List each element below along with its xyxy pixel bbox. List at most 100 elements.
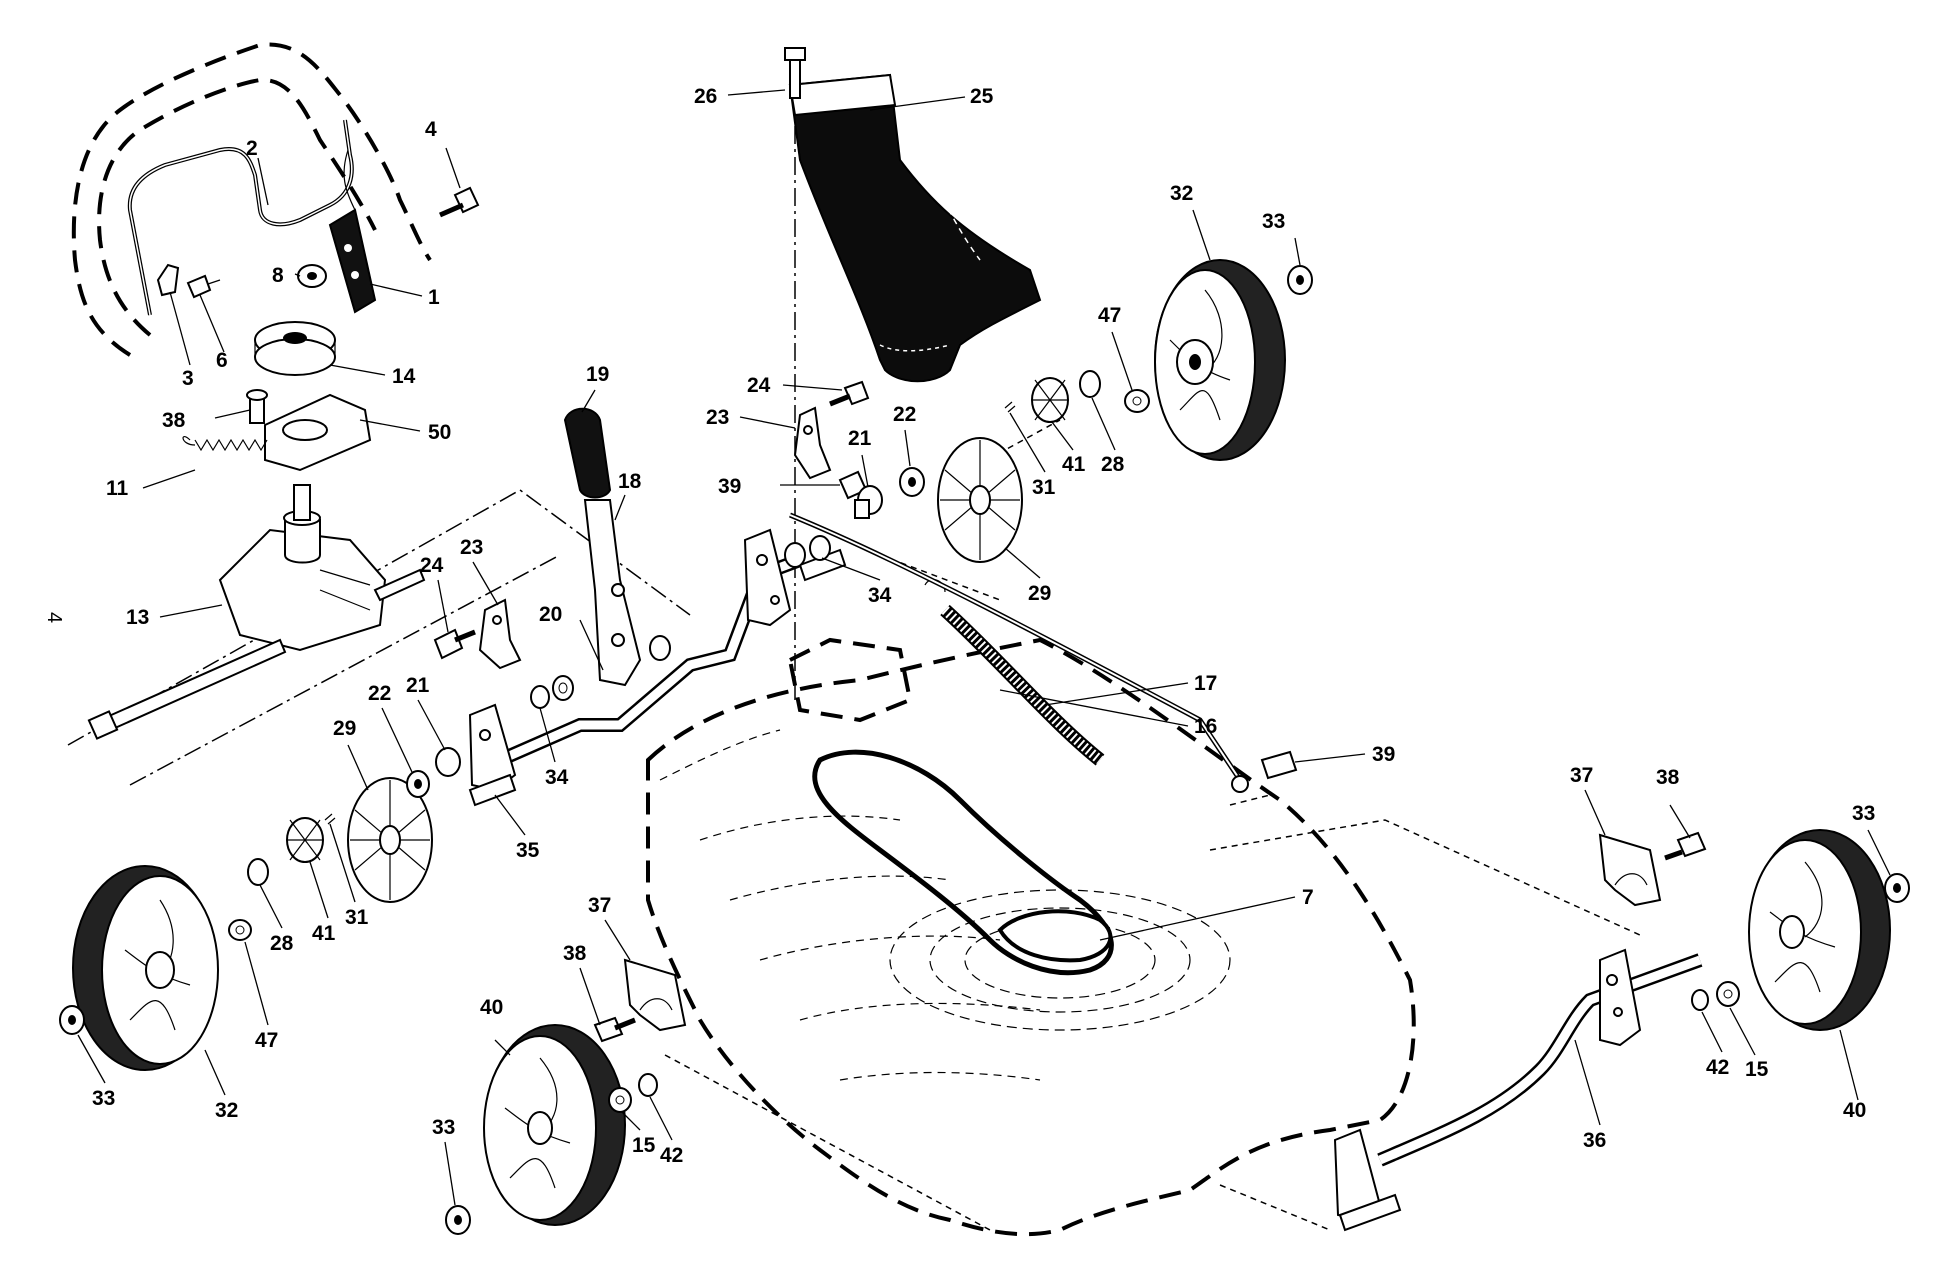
callout-22-right: 22: [893, 403, 916, 426]
nut-33-upper-right: [1287, 265, 1313, 295]
nut-33-right: [1884, 873, 1910, 903]
gear-41-right: [1031, 377, 1069, 423]
callout-47-right: 47: [1098, 304, 1121, 327]
callout-36: 36: [1583, 1129, 1606, 1152]
washers-15-42-lower: [608, 1073, 658, 1113]
callout-4: 4: [425, 118, 437, 141]
discharge-chute-25: [788, 73, 1042, 383]
callout-23-right: 23: [706, 406, 729, 429]
callout-31-left: 31: [345, 906, 369, 929]
rear-bracket-left-35: [468, 703, 517, 807]
callout-2: 2: [246, 137, 258, 160]
callout-42-lower: 42: [660, 1144, 683, 1167]
washers-28-47-right: [1079, 370, 1150, 413]
callout-38-upper: 38: [162, 409, 186, 432]
bracket-37-right: [1598, 833, 1662, 907]
bolt-39-right: [1260, 750, 1298, 780]
callout-33-center: 33: [432, 1116, 455, 1139]
bushing-21-left: [435, 747, 461, 777]
callout-33-right: 33: [1852, 802, 1875, 825]
height-lever-grip-19: [563, 407, 612, 499]
screw-26: [784, 47, 806, 99]
callout-47-left: 47: [255, 1029, 278, 1052]
drive-belt: [812, 749, 1114, 976]
callout-26: 26: [694, 85, 717, 108]
callout-32-left: 32: [215, 1099, 238, 1122]
callout-15-right: 15: [1745, 1058, 1769, 1081]
mower-deck: [646, 637, 1416, 1237]
pin-31-left: [324, 813, 336, 825]
spring-11: [182, 435, 268, 452]
callout-50: 50: [428, 421, 451, 444]
callout-7: 7: [1302, 886, 1314, 909]
callout-21-left: 21: [406, 674, 430, 697]
callout-24-left: 24: [420, 554, 444, 577]
callout-23-left: 23: [460, 536, 483, 559]
wheel-cover-29-right: [937, 437, 1023, 563]
callout-39-right: 39: [1372, 743, 1395, 766]
screw-38-right: [1664, 831, 1707, 861]
rear-bracket-right: [743, 528, 847, 627]
drive-shaft: [87, 568, 426, 740]
callout-34-left: 34: [545, 766, 569, 789]
nut-8: [297, 264, 327, 288]
washer-22-left: [406, 770, 430, 798]
screw-6: [186, 274, 221, 299]
front-wheel-40-right: [1748, 829, 1891, 1031]
callout-19: 19: [586, 363, 609, 386]
callout-37-right: 37: [1570, 764, 1593, 787]
rear-wheel-32-left: [72, 865, 219, 1071]
reference-lines: [67, 95, 1641, 1231]
callout-33-upper-right: 33: [1262, 210, 1285, 233]
screw-38-middle: [593, 1016, 636, 1043]
callout-16: 16: [1194, 715, 1217, 738]
callout-28-left: 28: [270, 932, 294, 955]
callout-29-right: 29: [1028, 582, 1051, 605]
callout-40-right: 40: [1843, 1099, 1866, 1122]
wheel-cover-29-left: [347, 777, 433, 903]
callout-38-middle: 38: [563, 942, 587, 965]
pulley-14: [254, 321, 336, 376]
front-axle-36: [1333, 948, 1703, 1232]
rod-16: [789, 512, 1249, 793]
washers-20-34-left: [530, 535, 831, 709]
callout-38-right: 38: [1656, 766, 1680, 789]
callout-18: 18: [618, 470, 642, 493]
leader-lines: [77, 89, 1891, 1206]
callout-41-right: 41: [1062, 453, 1086, 476]
height-bracket-23-right: [793, 406, 832, 480]
washer-22-right: [899, 467, 925, 497]
callout-1: 1: [428, 286, 440, 309]
nut-33-lower-center: [445, 1205, 471, 1235]
callout-14: 14: [392, 365, 416, 388]
callout-6: 6: [216, 349, 228, 372]
callout-42-right: 42: [1706, 1056, 1729, 1079]
washers-28-47-left: [228, 858, 269, 941]
screw-24-left: [433, 628, 476, 660]
callout-33-left: 33: [92, 1087, 115, 1110]
upper-handle-outline: [71, 42, 432, 357]
callout-41-left: 41: [312, 922, 336, 945]
gear-41-left: [286, 817, 324, 863]
spring-17: [924, 579, 1105, 766]
callout-40-lower: 40: [480, 996, 503, 1019]
height-lever-18: [583, 499, 642, 687]
page-number: 4: [43, 612, 65, 623]
callout-13: 13: [126, 606, 149, 629]
washers-42-15-right: [1691, 981, 1740, 1011]
pin-31-right: [1004, 401, 1016, 413]
bushing-21-right: [854, 485, 883, 519]
pulley-bracket-50: [264, 393, 372, 472]
callout-20: 20: [539, 603, 562, 626]
rear-wheel-32-right: [1154, 259, 1286, 461]
lever-3: [156, 263, 180, 297]
callout-31-right: 31: [1032, 476, 1056, 499]
callout-17: 17: [1194, 672, 1217, 695]
callout-24-right: 24: [747, 374, 771, 397]
transmission-13: [218, 484, 387, 652]
nut-33-lower-left: [59, 1005, 85, 1035]
front-wheel-40-lower: [483, 1024, 626, 1226]
cable-bracket: [328, 149, 377, 314]
